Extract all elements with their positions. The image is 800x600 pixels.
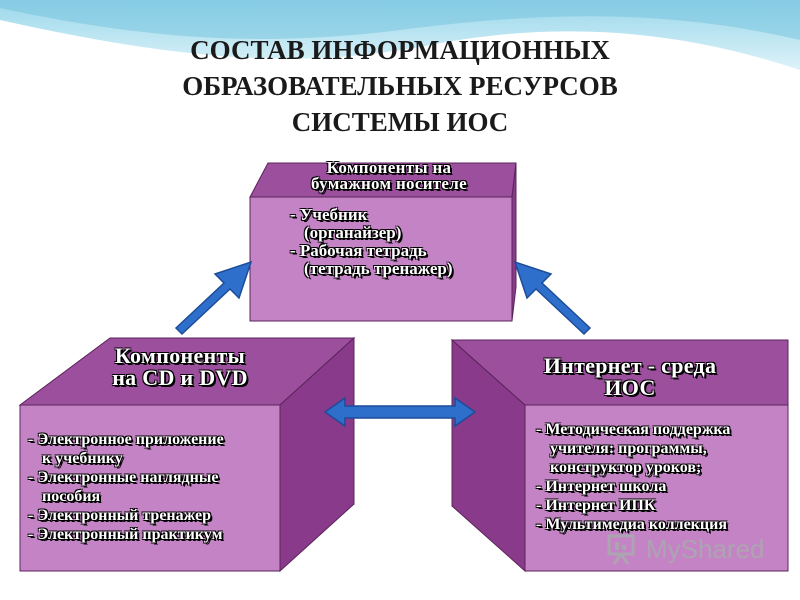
arrow-up-left-icon xyxy=(513,260,592,336)
list-item: - Рабочая тетрадь xyxy=(290,241,427,260)
list-item: - Методическая поддержка xyxy=(536,421,731,438)
box-cd-list: - Электронное приложение к учебнику - Эл… xyxy=(28,430,288,544)
list-item: конструктор уроков; xyxy=(550,459,702,476)
title-line-3: СИСТЕМЫ ИОС xyxy=(291,107,509,137)
list-item: - Электронные наглядные xyxy=(28,469,219,486)
list-item: - Мультимедиа коллекция xyxy=(536,516,727,533)
list-item: - Интернет школа xyxy=(536,478,667,495)
box-paper-front-face xyxy=(249,196,513,322)
box-internet-title-line: Интернет - среда xyxy=(543,353,717,378)
box-internet-front-face xyxy=(524,404,789,572)
box-cd-title: Компоненты на CD и DVD xyxy=(60,345,300,389)
box-paper-title-line: Компоненты на xyxy=(326,158,452,177)
box-internet-list: - Методическая поддержка учителя: програ… xyxy=(536,420,794,534)
double-arrow-icon xyxy=(323,396,477,428)
list-item: к учебнику xyxy=(42,450,123,467)
box-paper xyxy=(249,162,517,322)
list-item: - Электронный тренажер xyxy=(28,507,212,524)
list-item: учителя: программы, xyxy=(550,440,707,457)
box-paper-title-line: бумажном носителе xyxy=(311,174,467,193)
list-item: пособия xyxy=(42,488,101,505)
presentation-board-icon xyxy=(607,534,635,565)
watermark-text: MyShared xyxy=(646,533,765,564)
box-paper-title: Компоненты на бумажном носителе xyxy=(262,158,516,193)
arrow-up-right-icon xyxy=(174,260,253,336)
list-item: - Электронное приложение xyxy=(28,431,224,448)
title-line-2: ОБРАЗОВАТЕЛЬНЫХ РЕСУРСОВ xyxy=(182,71,618,101)
box-cd-title-line: Компоненты xyxy=(114,343,246,368)
list-item: (органайзер) xyxy=(304,223,402,242)
watermark: MyShared xyxy=(606,532,765,566)
list-item: - Интернет ИПК xyxy=(536,497,656,514)
box-internet-title: Интернет - среда ИОС xyxy=(500,355,760,399)
box-paper-list: - Учебник (органайзер) - Рабочая тетрадь… xyxy=(290,206,510,278)
slide-title: СОСТАВ ИНФОРМАЦИОННЫХ ОБРАЗОВАТЕЛЬНЫХ РЕ… xyxy=(100,32,700,140)
box-internet-title-line: ИОС xyxy=(604,375,656,400)
list-item: (тетрадь тренажер) xyxy=(304,259,453,278)
box-cd-title-line: на CD и DVD xyxy=(112,365,248,390)
box-internet xyxy=(450,338,789,573)
box-cd-front-face xyxy=(19,404,281,572)
list-item: - Электронный практикум xyxy=(28,526,223,543)
title-line-1: СОСТАВ ИНФОРМАЦИОННЫХ xyxy=(190,35,610,65)
list-item: - Учебник xyxy=(290,205,368,224)
box-cd-dvd xyxy=(18,336,356,573)
